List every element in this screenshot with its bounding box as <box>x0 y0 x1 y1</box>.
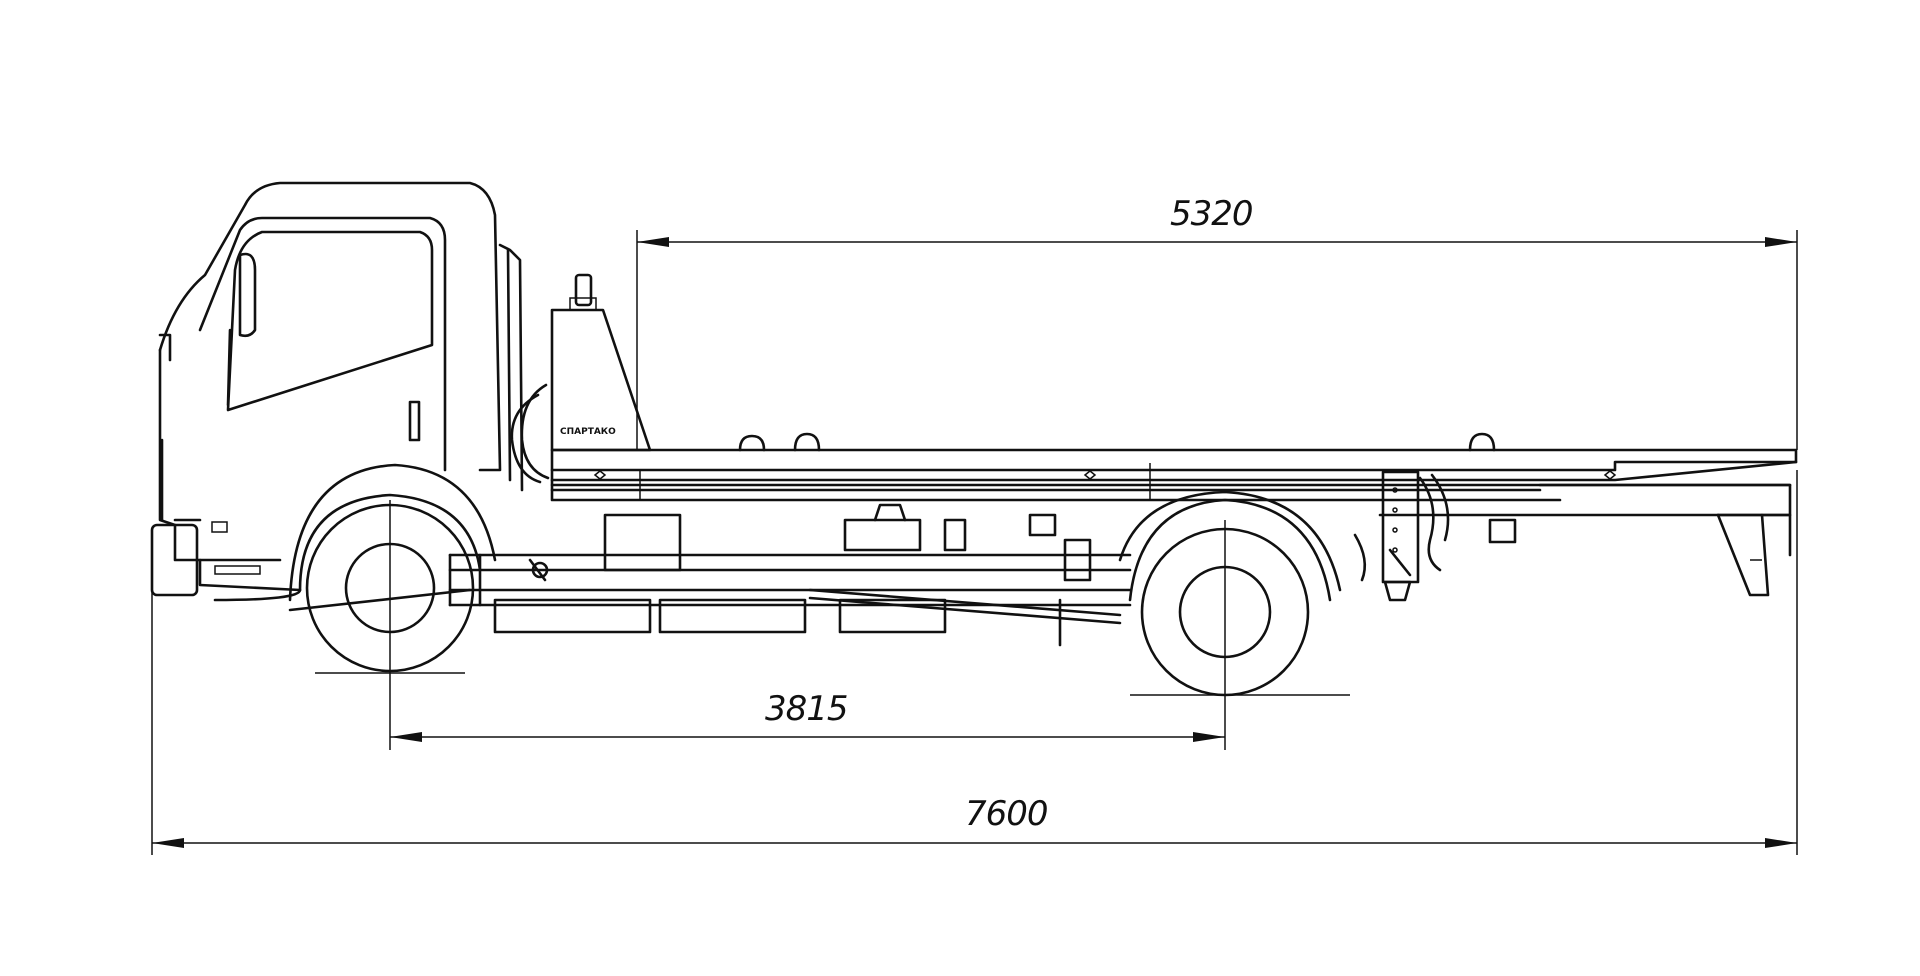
dimension-label-overall-length: 7600 <box>965 794 1048 834</box>
cab <box>150 181 524 597</box>
chassis-frame <box>213 483 1792 647</box>
rear-underride-bar <box>1488 513 1792 597</box>
dimension-platform-length: 5320 <box>636 194 1798 450</box>
rear-wheel <box>1118 490 1350 697</box>
platform-deck <box>550 432 1798 502</box>
dimension-label-platform-length: 5320 <box>1170 194 1253 234</box>
body-logo-text: СПАРТАКО <box>560 427 616 437</box>
stabilizer-leg <box>1381 470 1450 602</box>
dimension-overall-length: 7600 <box>151 470 1798 855</box>
dimension-label-wheelbase: 3815 <box>765 689 848 729</box>
dimension-wheelbase: 3815 <box>389 500 1226 750</box>
truck-outline: СПАРТАКО <box>150 181 1798 697</box>
